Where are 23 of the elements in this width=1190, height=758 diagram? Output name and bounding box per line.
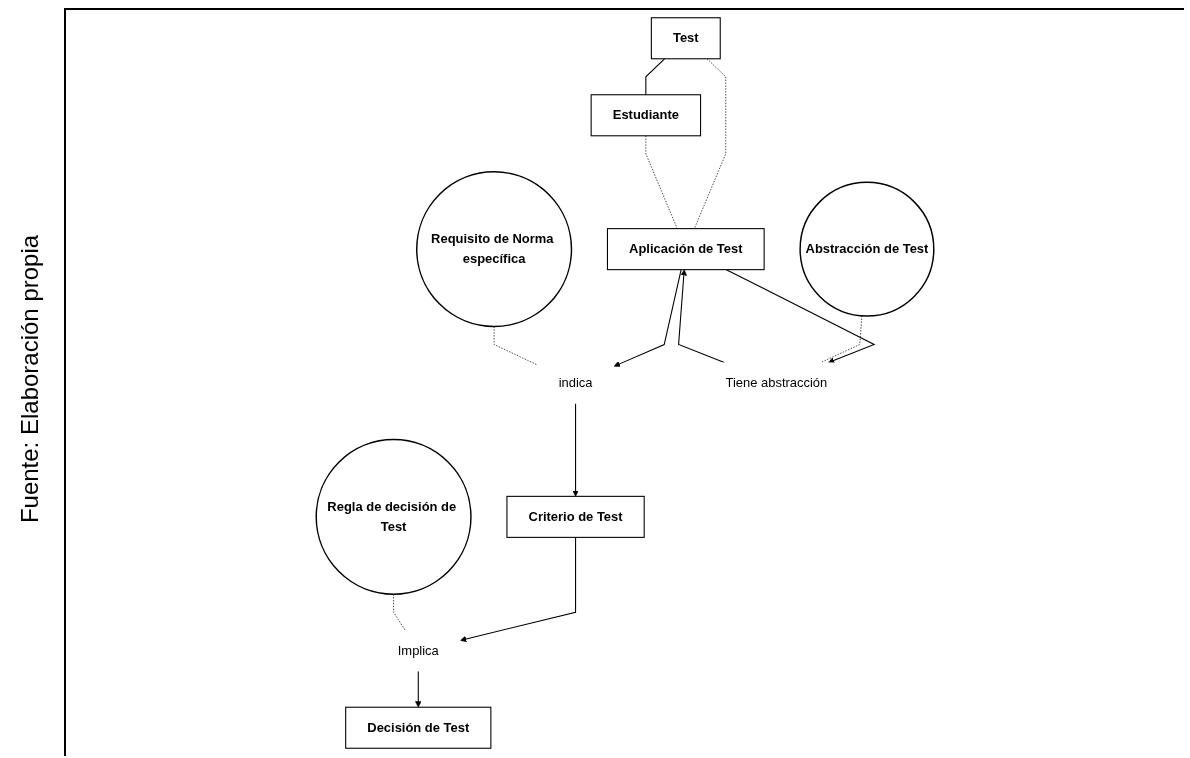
node-circle: Regla de decisión de Test — [315, 438, 472, 595]
arrow — [572, 402, 579, 497]
arrow — [613, 269, 682, 367]
arrow — [460, 536, 577, 643]
arrow — [678, 269, 725, 364]
connector — [645, 135, 678, 229]
node-box: Estudiante — [590, 94, 702, 137]
node-box: Criterio de Test — [506, 495, 645, 538]
node-text: indica — [558, 375, 593, 390]
connector — [645, 58, 666, 96]
node-text: Implica — [397, 643, 439, 658]
node-box: Test — [650, 17, 721, 60]
connector — [694, 58, 727, 229]
connector — [493, 326, 538, 366]
source-note: Fuente: Elaboración propia — [16, 234, 44, 524]
node-box: Aplicación de Test — [606, 228, 765, 271]
connector — [393, 593, 406, 631]
node-box: Decisión de Test — [345, 706, 492, 749]
node-text: Tiene abstracción — [725, 375, 828, 390]
node-circle: Requisito de Norma específica — [416, 171, 573, 328]
arrow — [415, 670, 422, 708]
arrow — [725, 269, 876, 364]
node-circle: Abstracción de Test — [799, 181, 935, 317]
